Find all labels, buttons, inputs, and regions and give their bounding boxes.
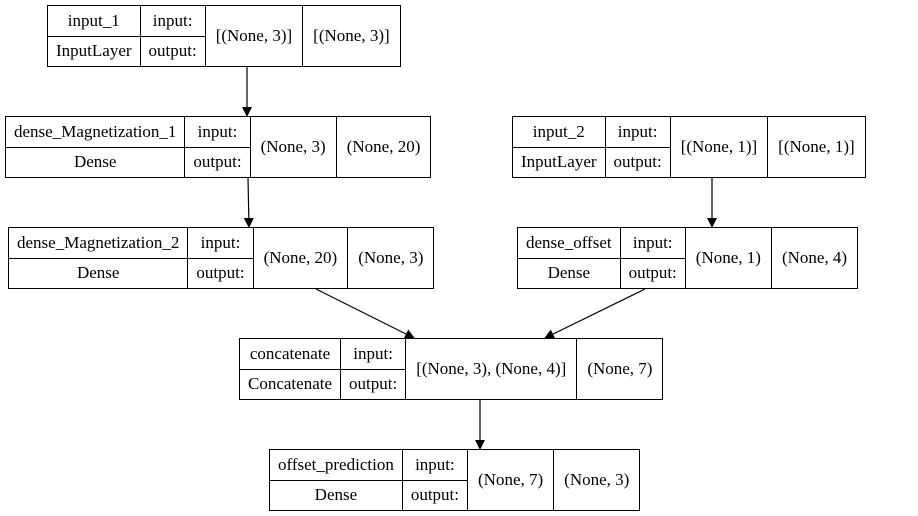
output-shape: (None, 20)	[346, 137, 421, 156]
input-shape: [(None, 3)]	[206, 6, 304, 66]
layer-type: Dense	[270, 479, 402, 511]
layer-name: input_1	[67, 10, 120, 30]
layer-name: dense_offset	[526, 232, 612, 252]
output-label: output:	[620, 257, 685, 289]
input-shape: (None, 3)	[251, 117, 337, 177]
output-shape: (None, 3)	[358, 248, 424, 267]
layer-type: InputLayer	[513, 146, 605, 178]
layer-type: InputLayer	[48, 35, 140, 67]
output-label: output:	[185, 146, 250, 178]
io-label-column: input: output:	[402, 450, 468, 511]
edge-arrow-dense-magnetization-1-to-dense-magnetization-2	[243, 177, 254, 228]
output-label: output:	[188, 257, 253, 289]
input-label: input:	[617, 121, 658, 141]
input-label: input:	[197, 121, 238, 141]
input-label: input:	[632, 232, 673, 252]
input-label: input:	[353, 343, 393, 363]
output-shape: (None, 3)	[564, 470, 630, 489]
output-label: output:	[605, 146, 670, 178]
io-label-column: input: output:	[605, 117, 671, 178]
output-label: output:	[140, 35, 205, 67]
output-label: output:	[402, 479, 467, 511]
layer-type: Dense	[6, 146, 185, 178]
io-label-column: input: output:	[140, 6, 206, 67]
output-shape: [(None, 1)]	[778, 137, 855, 156]
input-label: input:	[415, 454, 455, 474]
io-label-column: input: output:	[620, 228, 686, 289]
output-shape: [(None, 3)]	[313, 26, 390, 45]
output-label: output:	[341, 368, 406, 400]
input-shape: (None, 1)	[686, 228, 772, 288]
input-shape: (None, 20)	[254, 228, 349, 288]
edge-arrow-dense-magnetization-2-to-concatenate	[315, 288, 415, 339]
io-label-column: input: output:	[341, 339, 407, 400]
io-label-column: input: output:	[185, 117, 251, 178]
input-shape: [(None, 3), (None, 4)]	[406, 339, 578, 399]
output-shape: (None, 4)	[781, 248, 848, 267]
input-label: input:	[152, 10, 193, 30]
layer-name: concatenate	[249, 343, 331, 363]
output-shape: (None, 7)	[587, 359, 653, 378]
layer-name: offset_prediction	[278, 454, 394, 474]
layer-type: Concatenate	[240, 368, 341, 400]
layer-name: dense_Magnetization_1	[14, 121, 177, 141]
layer-type: Dense	[518, 257, 620, 289]
layer-type: Dense	[9, 257, 188, 289]
input-shape: [(None, 1)]	[671, 117, 769, 177]
edge-arrow-dense-offset-to-concatenate	[544, 288, 646, 339]
layer-name: dense_Magnetization_2	[17, 232, 180, 252]
input-label: input:	[200, 232, 241, 252]
input-shape: (None, 7)	[468, 450, 555, 510]
layer-name: input_2	[532, 121, 585, 141]
io-label-column: input: output:	[188, 228, 254, 289]
